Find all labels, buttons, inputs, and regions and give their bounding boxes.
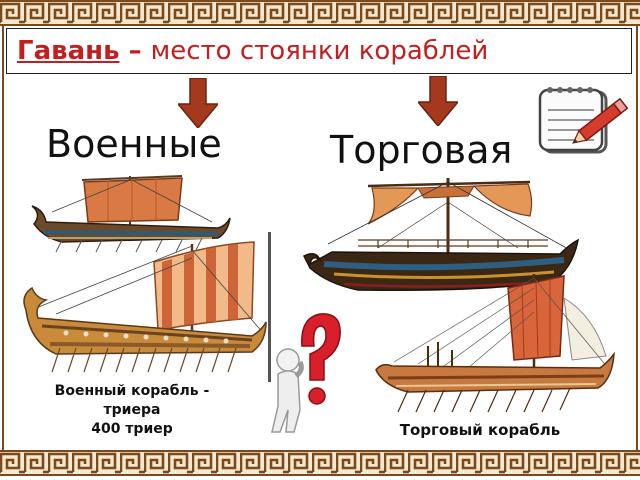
question-figure-icon: [271, 313, 341, 433]
down-arrow-icon: [178, 78, 218, 128]
caption-trade-ship: Торговый корабль: [399, 421, 561, 439]
down-arrow-icon: [418, 76, 458, 126]
trireme-ship-image: [31, 175, 231, 253]
title-box: Гавань – место стоянки кораблей: [6, 28, 632, 74]
trireme-ship-image: [23, 241, 267, 373]
title-keyword[interactable]: Гавань: [17, 36, 120, 66]
column-divider: [268, 232, 271, 382]
heading-trade: Торговая: [330, 128, 513, 172]
bottom-meander-border: [0, 450, 640, 476]
right-border-line: [636, 26, 638, 450]
left-border-line: [2, 26, 4, 450]
top-meander-border: [0, 0, 640, 26]
merchant-ship-image: [302, 178, 580, 291]
title-rest: место стоянки кораблей: [150, 36, 489, 66]
title-dash: –: [119, 36, 151, 66]
page-title: Гавань – место стоянки кораблей: [17, 36, 488, 66]
heading-military: Военные: [46, 122, 222, 166]
caption-military-line3: 400 триер: [91, 421, 173, 437]
merchant-ship-image: [375, 274, 615, 413]
caption-military-ship: Военный корабль - триера 400 триер: [24, 382, 240, 439]
notepad-pencil-icon[interactable]: [538, 82, 634, 158]
caption-military-line2: триера: [103, 402, 161, 418]
caption-military-line1: Военный корабль -: [54, 383, 210, 399]
